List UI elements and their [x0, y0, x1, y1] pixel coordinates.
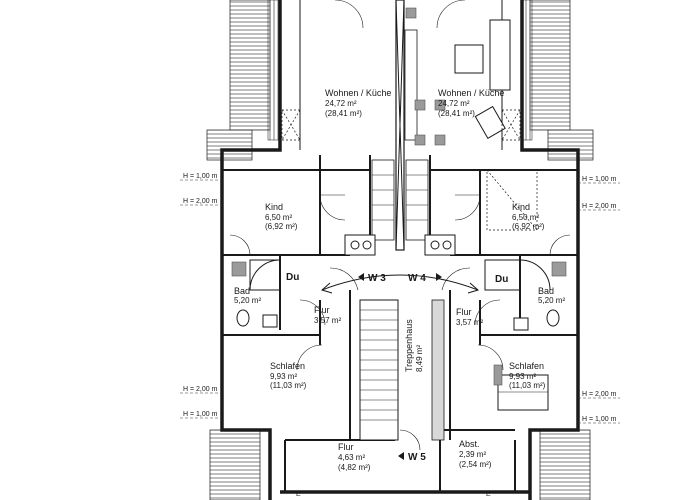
- room-label-flur-bottom: Flur 4,63 m² (4,82 m²): [338, 442, 371, 472]
- svg-text:(6,92 m²): (6,92 m²): [512, 222, 545, 231]
- arrow-w4-icon: [436, 273, 442, 281]
- svg-text:Flur: Flur: [338, 442, 354, 452]
- room-label-schlafen-right: Schlafen 9,93 m² (11,03 m²): [509, 361, 546, 390]
- landing-arc: [320, 274, 480, 294]
- shower-doors: [249, 259, 551, 291]
- svg-text:2,39 m²: 2,39 m²: [459, 450, 486, 459]
- svg-text:Flur: Flur: [314, 305, 330, 315]
- room-label-bad-right: Bad 5,20 m²: [538, 286, 565, 305]
- room-label-abst: Abst. 2,39 m² (2,54 m²): [459, 439, 492, 469]
- height-label-right-top-2: H = 2,00 m: [582, 203, 617, 210]
- svg-text:Schlafen: Schlafen: [270, 361, 305, 371]
- room-label-du-right: Du: [495, 274, 508, 285]
- svg-text:(4,82 m²): (4,82 m²): [338, 463, 371, 472]
- section-mark-right: E: [486, 491, 491, 498]
- room-label-kind-right: Kind 6,50 m² (6,92 m²): [512, 202, 545, 231]
- kitchen-counters: [344, 159, 456, 256]
- svg-text:5,20 m²: 5,20 m²: [538, 296, 565, 305]
- svg-text:(2,54 m²): (2,54 m²): [459, 460, 492, 469]
- room-label-schlafen-left: Schlafen 9,93 m² (11,03 m²): [270, 361, 307, 390]
- height-label-right-bottom-1: H = 2,00 m: [582, 391, 617, 398]
- height-label-left-top-1: H = 1,00 m: [183, 173, 218, 180]
- svg-text:Treppenhaus: Treppenhaus: [404, 319, 414, 372]
- svg-text:3,57 m²: 3,57 m²: [456, 318, 483, 327]
- central-wall: [395, 0, 405, 251]
- svg-text:Du: Du: [495, 274, 508, 285]
- room-label-flur-left: Flur 3,57 m²: [314, 305, 341, 325]
- roof-hatching: [206, 0, 594, 500]
- height-label-right-top-1: H = 1,00 m: [582, 176, 617, 183]
- arrow-w5-icon: [398, 452, 404, 460]
- svg-text:(28,41 m²): (28,41 m²): [325, 109, 362, 118]
- dining-furniture: [404, 7, 511, 146]
- svg-text:Flur: Flur: [456, 307, 472, 317]
- room-label-wohnen-right: Wohnen / Küche 24,72 m² (28,41 m²): [438, 88, 504, 118]
- height-label-left-bottom-2: H = 1,00 m: [183, 411, 218, 418]
- svg-text:9,93 m²: 9,93 m²: [270, 372, 297, 381]
- svg-text:Kind: Kind: [512, 202, 530, 212]
- unit-label-w5: W 5: [408, 452, 426, 463]
- room-label-flur-right: Flur 3,57 m²: [456, 307, 483, 327]
- room-label-treppenhaus: Treppenhaus 8,49 m²: [404, 319, 424, 372]
- height-label-left-top-2: H = 2,00 m: [183, 198, 218, 205]
- unit-label-w3: W 3: [368, 273, 386, 284]
- section-mark-left: E: [296, 491, 301, 498]
- svg-text:Schlafen: Schlafen: [509, 361, 544, 371]
- svg-text:Wohnen / Küche: Wohnen / Küche: [325, 88, 391, 98]
- svg-text:4,63 m²: 4,63 m²: [338, 453, 365, 462]
- arrow-w3-icon: [358, 273, 364, 281]
- door-swings: [229, 0, 571, 451]
- svg-text:Kind: Kind: [265, 202, 283, 212]
- svg-text:6,50 m²: 6,50 m²: [265, 213, 292, 222]
- height-lines: [180, 179, 620, 424]
- svg-text:24,72 m²: 24,72 m²: [325, 99, 357, 108]
- svg-text:Wohnen / Küche: Wohnen / Küche: [438, 88, 504, 98]
- svg-text:9,93 m²: 9,93 m²: [509, 372, 536, 381]
- svg-text:(28,41 m²): (28,41 m²): [438, 109, 475, 118]
- svg-text:(11,03 m²): (11,03 m²): [270, 381, 307, 390]
- exterior-walls: [220, 0, 580, 500]
- svg-text:Bad: Bad: [234, 286, 250, 296]
- svg-text:3,57 m²: 3,57 m²: [314, 316, 341, 325]
- room-label-kind-left: Kind 6,50 m² (6,92 m²): [265, 202, 298, 231]
- svg-text:24,72 m²: 24,72 m²: [438, 99, 470, 108]
- staircase: [359, 299, 445, 441]
- svg-text:6,50 m²: 6,50 m²: [512, 213, 539, 222]
- svg-text:Du: Du: [286, 272, 299, 283]
- svg-text:(11,03 m²): (11,03 m²): [509, 381, 546, 390]
- svg-text:(6,92 m²): (6,92 m²): [265, 222, 298, 231]
- room-label-wohnen-left: Wohnen / Küche 24,72 m² (28,41 m²): [325, 88, 391, 118]
- room-label-bad-left: Bad 5,20 m²: [234, 286, 261, 305]
- bathroom-fixtures: [231, 261, 567, 411]
- height-label-left-bottom-1: H = 2,00 m: [183, 386, 218, 393]
- skylights: [281, 109, 538, 231]
- height-label-right-bottom-2: H = 1,00 m: [582, 416, 617, 423]
- svg-text:Bad: Bad: [538, 286, 554, 296]
- svg-text:5,20 m²: 5,20 m²: [234, 296, 261, 305]
- svg-text:Abst.: Abst.: [459, 439, 480, 449]
- room-label-du-left: Du: [286, 272, 299, 283]
- unit-label-w4: W 4: [408, 273, 426, 284]
- svg-text:8,49 m²: 8,49 m²: [415, 345, 424, 372]
